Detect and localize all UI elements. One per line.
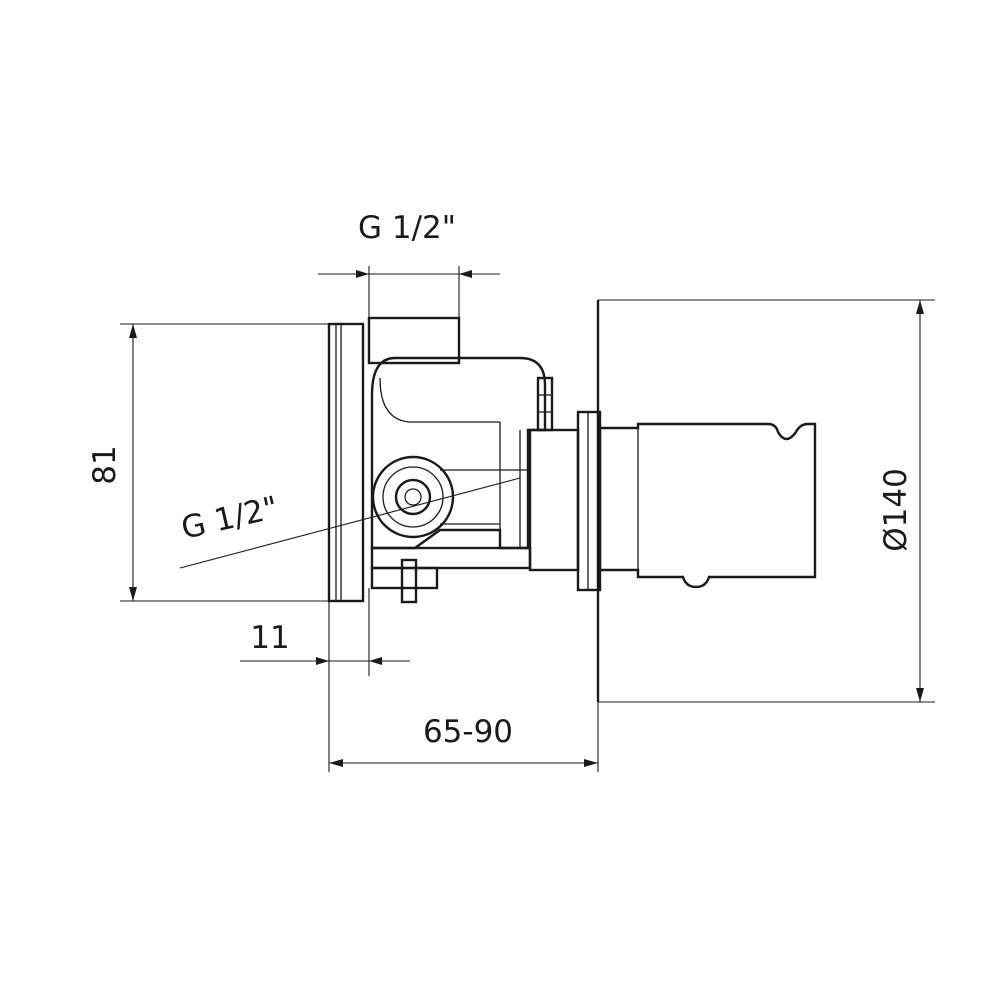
dim-height: 81: [87, 323, 329, 602]
valve-body: [367, 316, 554, 604]
dim-height-label: 81: [87, 445, 123, 484]
cover-and-handle: [528, 300, 817, 702]
dim-wall-thickness-label: 11: [250, 620, 289, 656]
dim-installation-depth-label: 65-90: [423, 714, 513, 750]
dim-side-inlet-label: G 1/2": [178, 490, 282, 547]
dim-diameter: Ø140: [598, 299, 935, 703]
wall-plate: [327, 322, 365, 603]
dim-diameter-label: Ø140: [878, 468, 914, 552]
dim-side-inlet: G 1/2": [178, 477, 521, 569]
dim-installation-depth: 65-90: [328, 676, 599, 772]
dim-top-inlet-label: G 1/2": [358, 210, 456, 246]
dim-wall-thickness: 11: [240, 588, 410, 676]
dim-top-inlet: G 1/2": [318, 210, 500, 318]
